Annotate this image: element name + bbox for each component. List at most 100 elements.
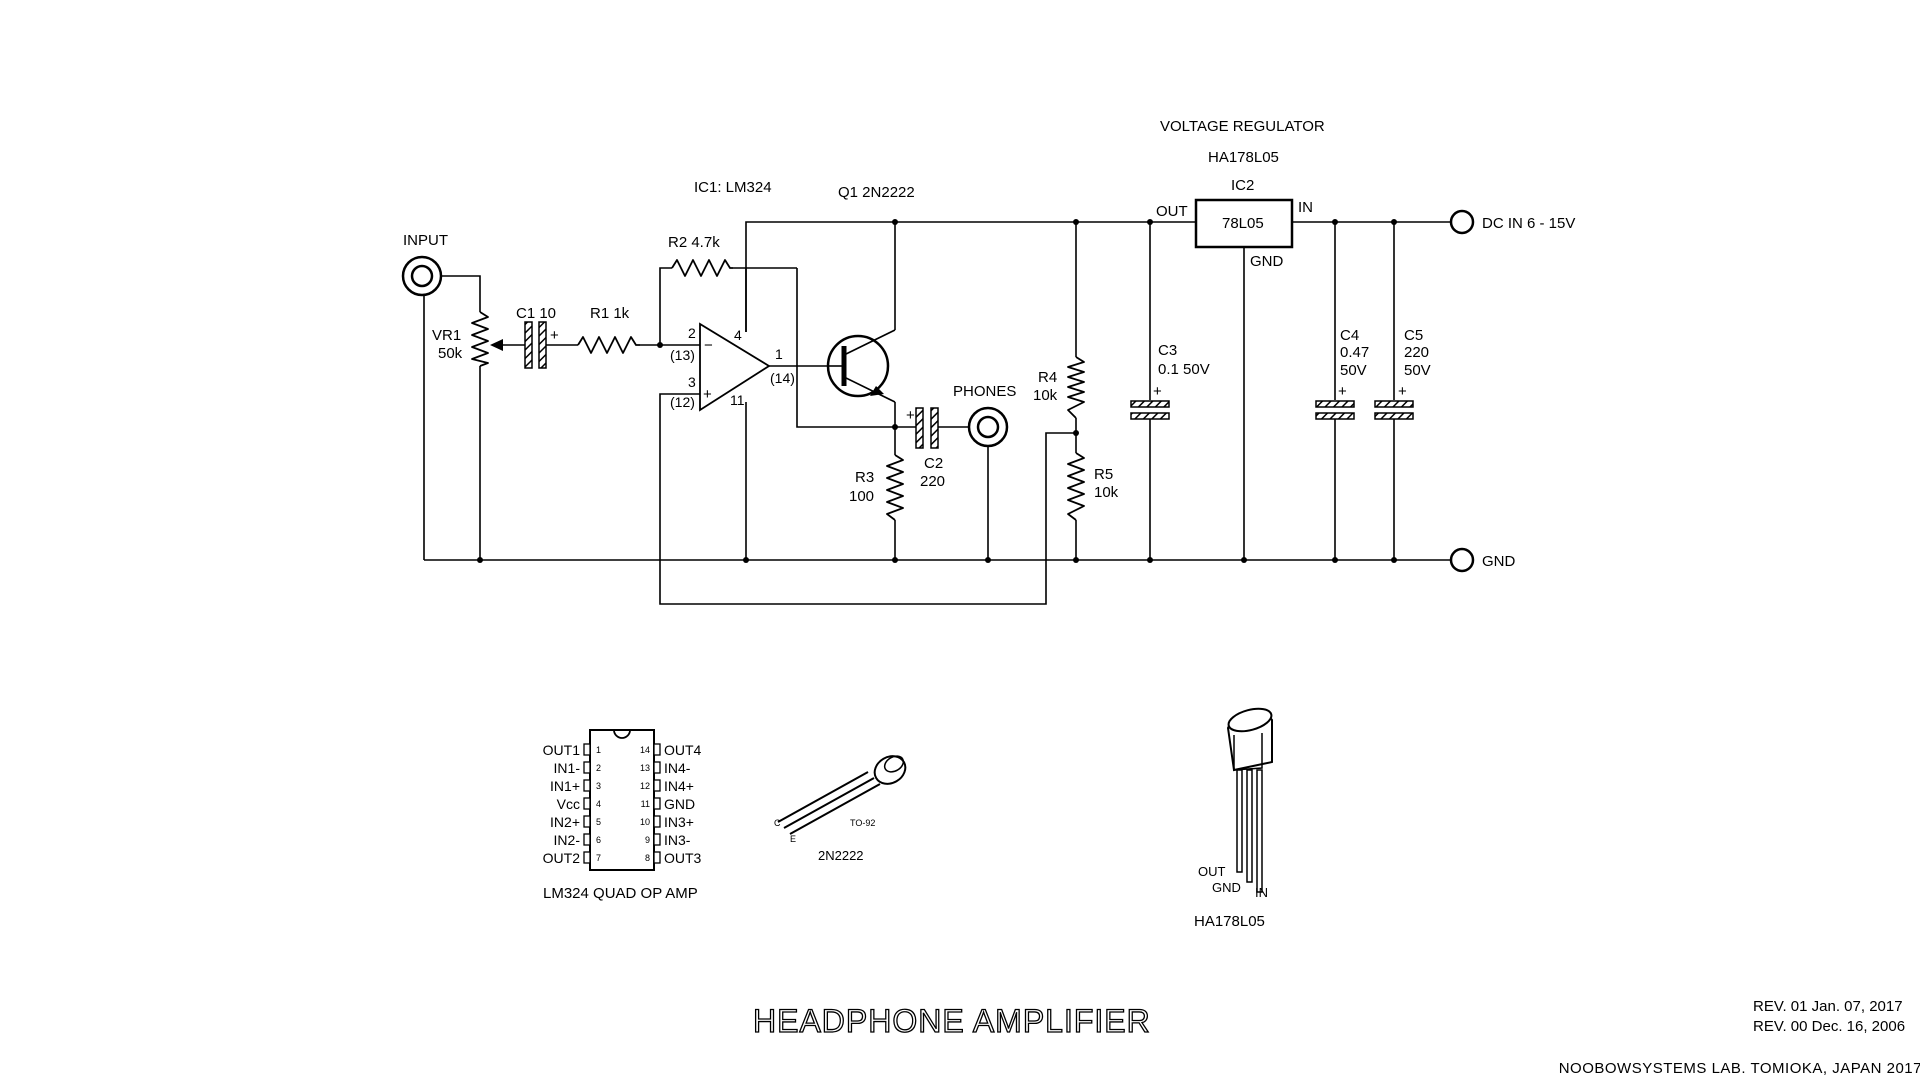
lm324-left-pin-name: Vcc (557, 796, 580, 812)
opamp-pin-2: 2 (688, 325, 696, 341)
lm324-pin-tab (583, 761, 591, 774)
input-label: INPUT (403, 232, 448, 249)
lm324-pin-tab (583, 851, 591, 864)
c4-value-2: 50V (1340, 362, 1367, 379)
phones-jack-icon (967, 406, 1009, 448)
lm324-right-pin-name: IN4+ (664, 778, 694, 794)
lm324-caption: LM324 QUAD OP AMP (543, 885, 698, 902)
ic2-in-label: IN (1298, 199, 1313, 216)
c5-capacitor-icon (1374, 400, 1414, 420)
c2-value: 220 (920, 473, 945, 490)
lm324-pin-tab (583, 779, 591, 792)
r4-value: 10k (1033, 387, 1058, 404)
ic2-gnd-label: GND (1250, 253, 1284, 270)
input-jack-icon (401, 255, 443, 297)
lm324-right-pin-number: 8 (645, 853, 650, 863)
lm324-pin-tab (653, 815, 661, 828)
vr1-potentiometer-icon (471, 311, 503, 367)
opamp-pin-3: 3 (688, 374, 696, 390)
lm324-right-pin-name: IN4- (664, 760, 691, 776)
revision-01: REV. 01 Jan. 07, 2017 (1753, 998, 1903, 1015)
c5-value-2: 50V (1404, 362, 1431, 379)
vr1-value: 50k (438, 345, 463, 362)
opamp-pin-13: (13) (670, 347, 695, 363)
ic1-label: IC1: LM324 (694, 179, 772, 196)
r4-resistor-icon (1067, 356, 1085, 419)
lm324-pin-tab (583, 743, 591, 756)
r3-value: 100 (849, 488, 874, 505)
lm324-pin-tab (653, 851, 661, 864)
lm324-left-pin-number: 3 (596, 781, 601, 791)
lm324-left-pin-name: IN2- (554, 832, 581, 848)
c4-ref: C4 (1340, 327, 1359, 344)
ha178l05-package-icon (1226, 707, 1273, 893)
lm324-pin-tab (653, 779, 661, 792)
c4-capacitor-icon (1315, 400, 1355, 420)
lm324-left-pin-number: 4 (596, 799, 601, 809)
lm324-right-pin-name: OUT4 (664, 742, 702, 758)
lm324-right-pin-number: 12 (640, 781, 650, 791)
c2-ref: C2 (924, 455, 943, 472)
vreg-part: HA178L05 (1208, 149, 1279, 166)
junction-dots (477, 219, 1397, 563)
lm324-left-pin-number: 1 (596, 745, 601, 755)
lm324-left-pin-name: IN1+ (550, 778, 580, 794)
r5-resistor-icon (1067, 452, 1085, 521)
lm324-right-pin-name: GND (664, 796, 695, 812)
to92-transistor-package-icon (777, 755, 907, 835)
c4-plus: + (1338, 383, 1347, 400)
c3-capacitor-icon (1130, 400, 1170, 420)
r5-value: 10k (1094, 484, 1119, 501)
vr1-ref: VR1 (432, 327, 461, 344)
lm324-pin-tab (583, 815, 591, 828)
q1-label: Q1 2N2222 (838, 184, 915, 201)
lm324-right-pin-number: 10 (640, 817, 650, 827)
organization-label: NOOBOWSYSTEMS LAB. TOMIOKA, JAPAN 2017 (1559, 1060, 1920, 1077)
ha178l05-out-label: OUT (1198, 864, 1226, 879)
opamp-pin-1: 1 (775, 346, 783, 362)
vreg-title: VOLTAGE REGULATOR (1160, 118, 1325, 135)
lm324-right-pin-number: 11 (641, 799, 650, 809)
lm324-right-pin-name: IN3- (664, 832, 691, 848)
c1-label: C1 10 (516, 305, 556, 322)
opamp-plus: + (703, 386, 712, 403)
c5-value-1: 220 (1404, 344, 1429, 361)
opamp-pin-14: (14) (770, 370, 795, 386)
opamp-pin-11: 11 (730, 392, 745, 408)
c5-plus: + (1398, 383, 1407, 400)
ic2-out-label: OUT (1156, 203, 1188, 220)
c3-plus: + (1153, 383, 1162, 400)
ha178l05-in-label: IN (1255, 885, 1268, 900)
to92-pkg-label: TO-92 (850, 818, 875, 828)
r1-resistor-icon (577, 336, 640, 354)
lm324-pin-tab (653, 761, 661, 774)
lm324-pin-tab (583, 797, 591, 810)
lm324-left-pin-name: IN2+ (550, 814, 580, 830)
ic2-regulator-box (1194, 198, 1294, 249)
opamp-minus: − (704, 337, 713, 354)
to92-pin-c: C (774, 818, 781, 828)
to92-pin-e: E (790, 834, 796, 844)
lm324-right-pin-number: 13 (640, 763, 650, 773)
r2-label: R2 4.7k (668, 234, 720, 251)
q1-transistor-icon (826, 329, 896, 403)
r4-ref: R4 (1038, 369, 1057, 386)
lm324-pin-tab (653, 743, 661, 756)
c2-plus: + (906, 407, 915, 424)
lm324-pin-tab (583, 833, 591, 846)
opamp-pin-4: 4 (734, 327, 742, 343)
revision-00: REV. 00 Dec. 16, 2006 (1753, 1018, 1905, 1035)
dc-in-terminal-icon (1449, 209, 1475, 235)
r3-resistor-icon (886, 454, 904, 521)
lm324-right-pin-number: 9 (645, 835, 650, 845)
drawing-title: HEADPHONE AMPLIFIER (753, 1003, 1151, 1039)
r2-resistor-icon (671, 259, 733, 277)
lm324-pin-tab (653, 833, 661, 846)
dc-in-label: DC IN 6 - 15V (1482, 215, 1575, 232)
lm324-right-pin-name: IN3+ (664, 814, 694, 830)
ic2-body-label: 78L05 (1222, 215, 1264, 232)
lm324-left-pin-number: 7 (596, 853, 601, 863)
lm324-notch-icon (613, 729, 631, 739)
